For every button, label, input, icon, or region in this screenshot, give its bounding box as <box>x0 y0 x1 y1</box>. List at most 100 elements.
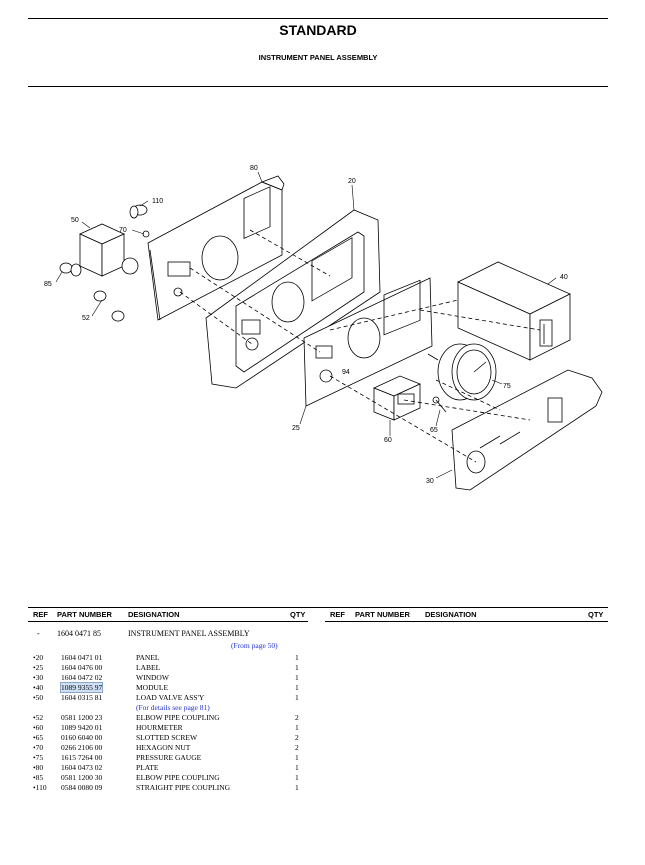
pressure-gauge-75 <box>427 343 497 401</box>
assembly-part-number: 1604 0471 85 <box>57 629 101 638</box>
col-ref-header: REF <box>33 610 48 619</box>
page-title: STANDARD <box>279 22 357 38</box>
panel-20 <box>205 209 381 389</box>
assembly-designation: INSTRUMENT PANEL ASSEMBLY <box>128 629 250 638</box>
row-part-number: 0160 6040 00 <box>61 733 103 742</box>
callout-20: 20 <box>348 178 356 185</box>
row-part-number: 1604 0315 81 <box>61 693 103 702</box>
table-row: •60 1089 9420 01 HOURMETER 1 <box>0 723 320 733</box>
callout-85: 85 <box>44 281 52 288</box>
row-part-number: 0584 0080 09 <box>61 783 103 792</box>
row-part-number: 1615 7264 00 <box>61 753 103 762</box>
callout-52: 52 <box>82 315 90 322</box>
row-designation: PANEL <box>136 653 160 662</box>
screw-65 <box>432 396 447 413</box>
hourmeter-60 <box>372 375 422 421</box>
table-top-rule <box>28 607 608 608</box>
callout-75: 75 <box>503 383 511 390</box>
row-part-number: 1604 0476 00 <box>61 663 103 672</box>
col-ref-header-right: REF <box>330 610 345 619</box>
assembly-guide-lines <box>179 229 541 463</box>
col-qty-header: QTY <box>290 610 306 619</box>
row-ref: •20 <box>33 653 44 662</box>
exploded-view-diagram: 94 <box>44 165 603 491</box>
callout-60: 60 <box>384 437 392 444</box>
callout-80: 80 <box>250 165 258 172</box>
header-underline-right <box>325 621 608 622</box>
row-designation: ELBOW PIPE COUPLING <box>136 713 220 722</box>
row-qty: 1 <box>295 773 299 782</box>
row-designation: LOAD VALVE ASS'Y <box>136 693 205 702</box>
col-part-number-header-right: PART NUMBER <box>355 610 410 619</box>
row-qty: 1 <box>295 673 299 682</box>
row-part-number: 0581 1200 23 <box>61 713 103 722</box>
row-designation: LABEL <box>136 663 161 672</box>
table-row: •50 1604 0315 81 LOAD VALVE ASS'Y 1 <box>0 693 320 703</box>
row-designation: STRAIGHT PIPE COUPLING <box>136 783 231 792</box>
row-qty: 1 <box>295 663 299 672</box>
row-part-number: 1604 0473 02 <box>61 763 103 772</box>
details-page-link[interactable]: (For details see page 81) <box>136 703 210 712</box>
row-designation: MODULE <box>136 683 169 692</box>
row-ref: •25 <box>33 663 44 672</box>
row-qty: 1 <box>295 723 299 732</box>
from-page-link[interactable]: (From page 50) <box>231 641 278 650</box>
row-part-number[interactable]: 1089 9355 97 <box>59 682 104 693</box>
col-part-number-header: PART NUMBER <box>57 610 112 619</box>
callout-labels: 80 20 110 70 50 85 52 40 75 25 60 65 30 <box>44 165 568 485</box>
elbow-coupling-52 <box>93 290 125 322</box>
window-30 <box>451 369 603 491</box>
row-designation: HOURMETER <box>136 723 183 732</box>
callout-25: 25 <box>292 425 300 432</box>
row-part-number: 0266 2106 00 <box>61 743 103 752</box>
col-designation-header: DESIGNATION <box>128 610 180 619</box>
label-25: 94 <box>303 277 433 407</box>
row-qty: 2 <box>295 733 299 742</box>
row-ref: •70 <box>33 743 44 752</box>
callout-70: 70 <box>119 227 127 234</box>
row-ref: •30 <box>33 673 44 682</box>
assembly-ref: - <box>37 629 40 638</box>
header-bottom-rule <box>28 86 608 87</box>
row-part-number: 1089 9420 01 <box>61 723 103 732</box>
col-designation-header-right: DESIGNATION <box>425 610 477 619</box>
row-ref: •80 <box>33 763 44 772</box>
row-qty: 1 <box>295 753 299 762</box>
row-ref: •50 <box>33 693 44 702</box>
row-qty: 1 <box>295 683 299 692</box>
row-ref: •65 <box>33 733 44 742</box>
row-part-number: 0581 1200 30 <box>61 773 103 782</box>
leader-lines <box>55 171 557 479</box>
assembly-row: - 1604 0471 85 INSTRUMENT PANEL ASSEMBLY <box>0 629 320 639</box>
table-row: •85 0581 1200 30 ELBOW PIPE COUPLING 1 <box>0 773 320 783</box>
row-qty: 2 <box>295 743 299 752</box>
load-valve-50 <box>79 223 139 277</box>
header-top-rule <box>28 18 608 19</box>
page-subtitle: INSTRUMENT PANEL ASSEMBLY <box>258 53 378 62</box>
row-ref: •85 <box>33 773 44 782</box>
table-row: •25 1604 0476 00 LABEL 1 <box>0 663 320 673</box>
callout-65: 65 <box>430 427 438 434</box>
row-qty: 1 <box>295 693 299 702</box>
callout-30: 30 <box>426 478 434 485</box>
hex-nut-70 <box>142 230 150 238</box>
row-designation: ELBOW PIPE COUPLING <box>136 773 220 782</box>
row-ref: •60 <box>33 723 44 732</box>
row-qty: 1 <box>295 653 299 662</box>
row-ref: •110 <box>33 783 47 792</box>
callout-50: 50 <box>71 217 79 224</box>
row-designation: PLATE <box>136 763 159 772</box>
row-designation: PRESSURE GAUGE <box>136 753 202 762</box>
straight-coupling-110 <box>129 204 148 219</box>
callout-40: 40 <box>560 274 568 281</box>
svg-text:94: 94 <box>342 369 350 376</box>
